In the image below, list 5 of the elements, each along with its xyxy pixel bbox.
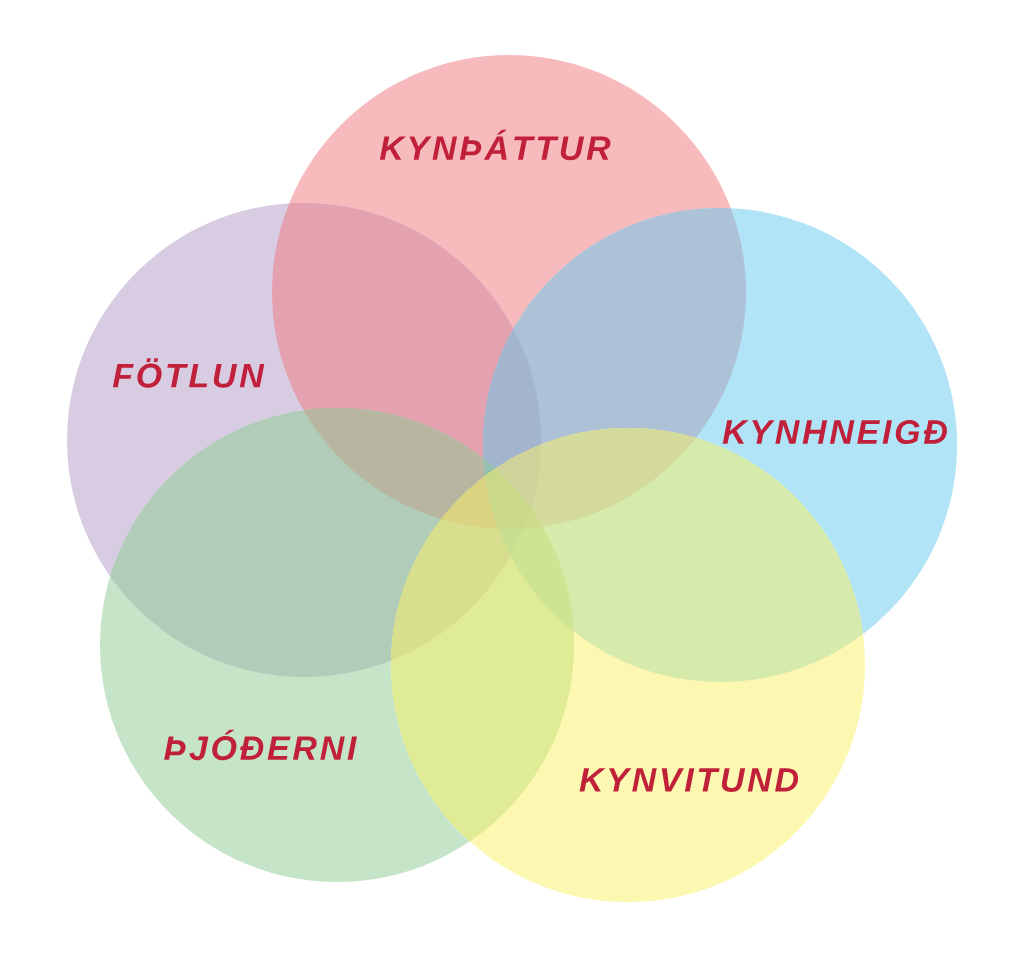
- circle-label: KYNHNEIGÐ: [722, 420, 947, 445]
- circle-label: KYNÞÁTTUR: [379, 129, 611, 161]
- circle-label: KYNVITUND: [579, 768, 799, 792]
- circle-label: FÖTLUN: [112, 358, 265, 388]
- circle-label: ÞJÓÐERNI: [164, 729, 357, 761]
